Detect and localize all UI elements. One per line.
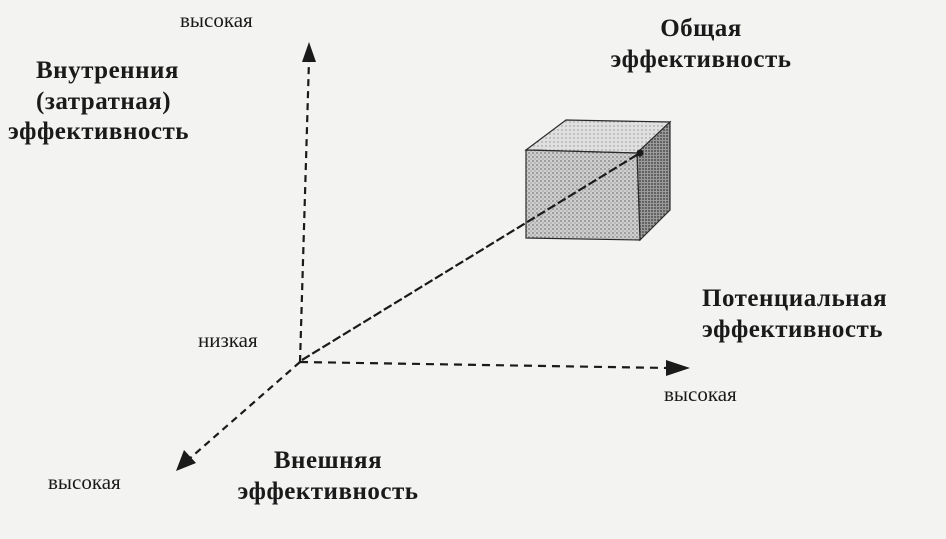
depth-axis-high-label: высокая [48,470,121,494]
cube-corner-point [636,149,644,157]
potential-efficiency-line2: эффективность [702,315,883,343]
resultant-diagonal [301,152,641,361]
depth-axis [187,361,301,461]
cube-front-face [525,149,641,241]
internal-efficiency-line1: Внутренния [36,57,179,84]
horizontal-axis-high-label: высокая [664,382,737,406]
internal-efficiency-line2: (затратная) [36,87,172,115]
vertical-axis-high-label: высокая [180,8,253,32]
internal-efficiency-line3: эффективность [8,118,189,145]
vertical-axis [298,59,311,363]
horizontal-axis-arrowhead [666,360,690,376]
overall-efficiency-cube [524,119,672,242]
external-efficiency-line1: Внешняя [273,447,383,474]
origin-low-label: низкая [198,328,258,352]
depth-axis-arrowhead [176,450,196,471]
potential-efficiency-line1: Потенциальная [702,285,888,312]
horizontal-axis [299,360,669,370]
overall-efficiency-label: Общая эффективность [582,14,820,75]
overall-efficiency-line1: Общая [660,15,742,42]
external-efficiency-label: Внешняя эффективность [208,446,448,507]
potential-efficiency-label: Потенциальная эффективность [702,284,887,345]
vertical-axis-arrowhead [302,42,316,62]
internal-efficiency-label: Внутренния (затратная) эффективность [8,56,189,148]
external-efficiency-line2: эффективность [237,477,419,505]
overall-efficiency-line2: эффективность [610,45,792,73]
